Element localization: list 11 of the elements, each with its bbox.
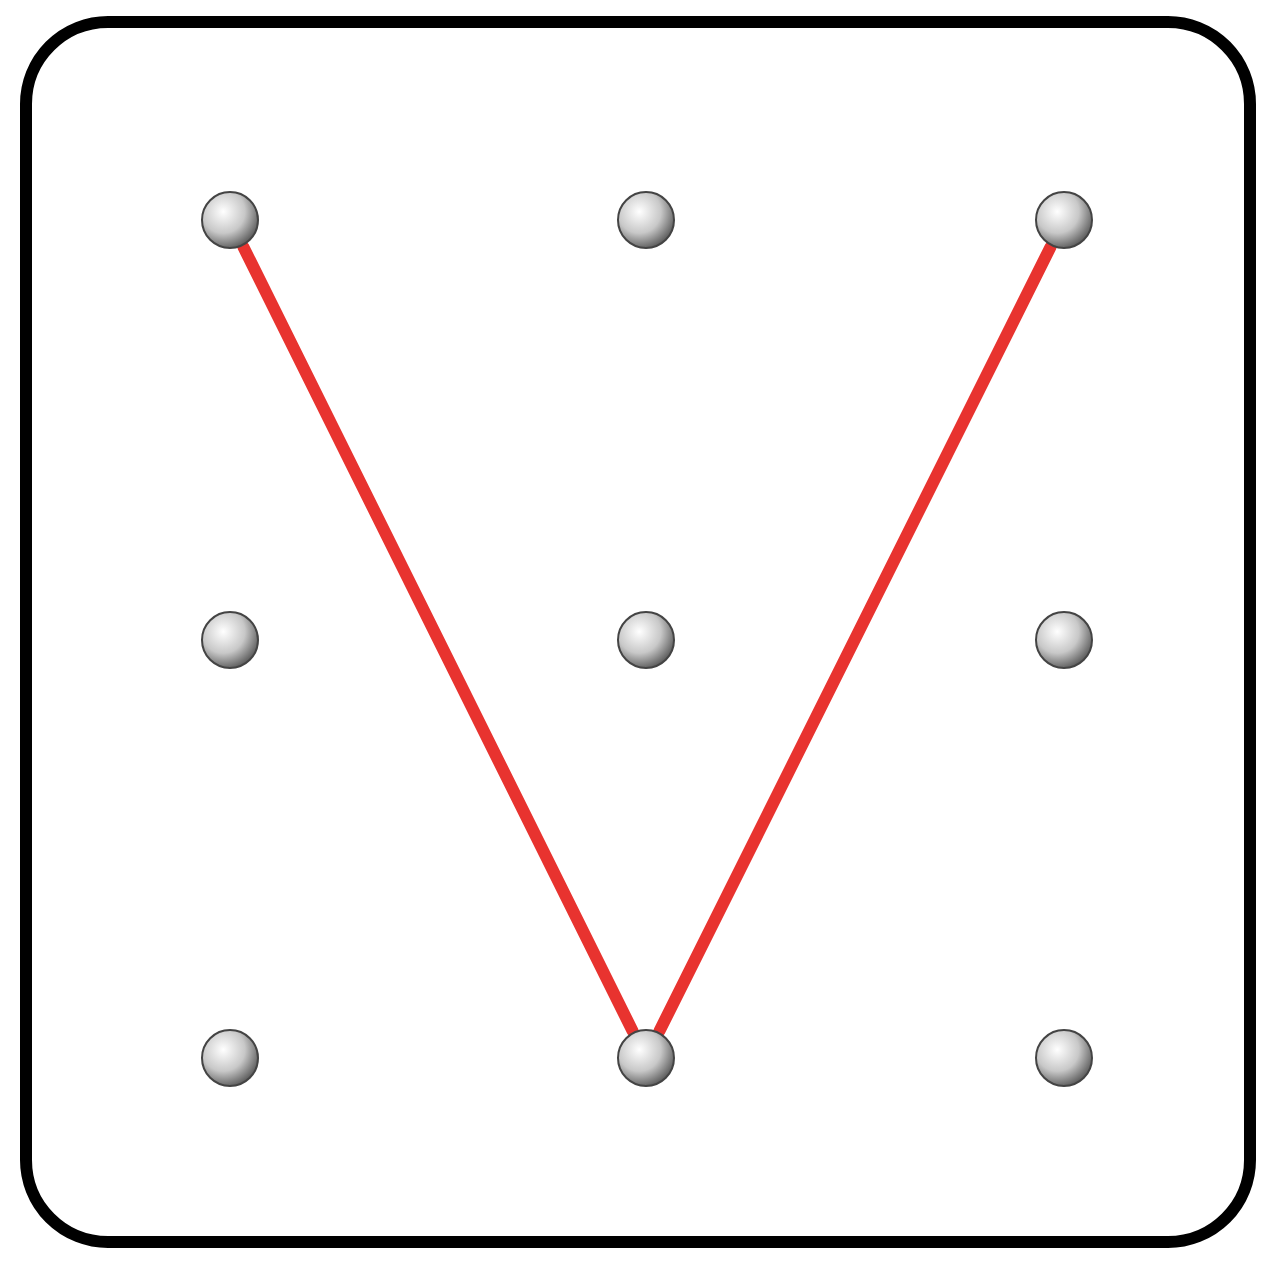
peg	[200, 610, 260, 670]
rubber-band	[237, 240, 639, 1038]
peg	[1034, 190, 1094, 250]
peg	[200, 190, 260, 250]
peg	[1034, 610, 1094, 670]
rubber-band	[653, 240, 1057, 1038]
peg	[1034, 1028, 1094, 1088]
peg	[616, 190, 676, 250]
peg	[616, 1028, 676, 1088]
peg	[616, 610, 676, 670]
peg	[200, 1028, 260, 1088]
